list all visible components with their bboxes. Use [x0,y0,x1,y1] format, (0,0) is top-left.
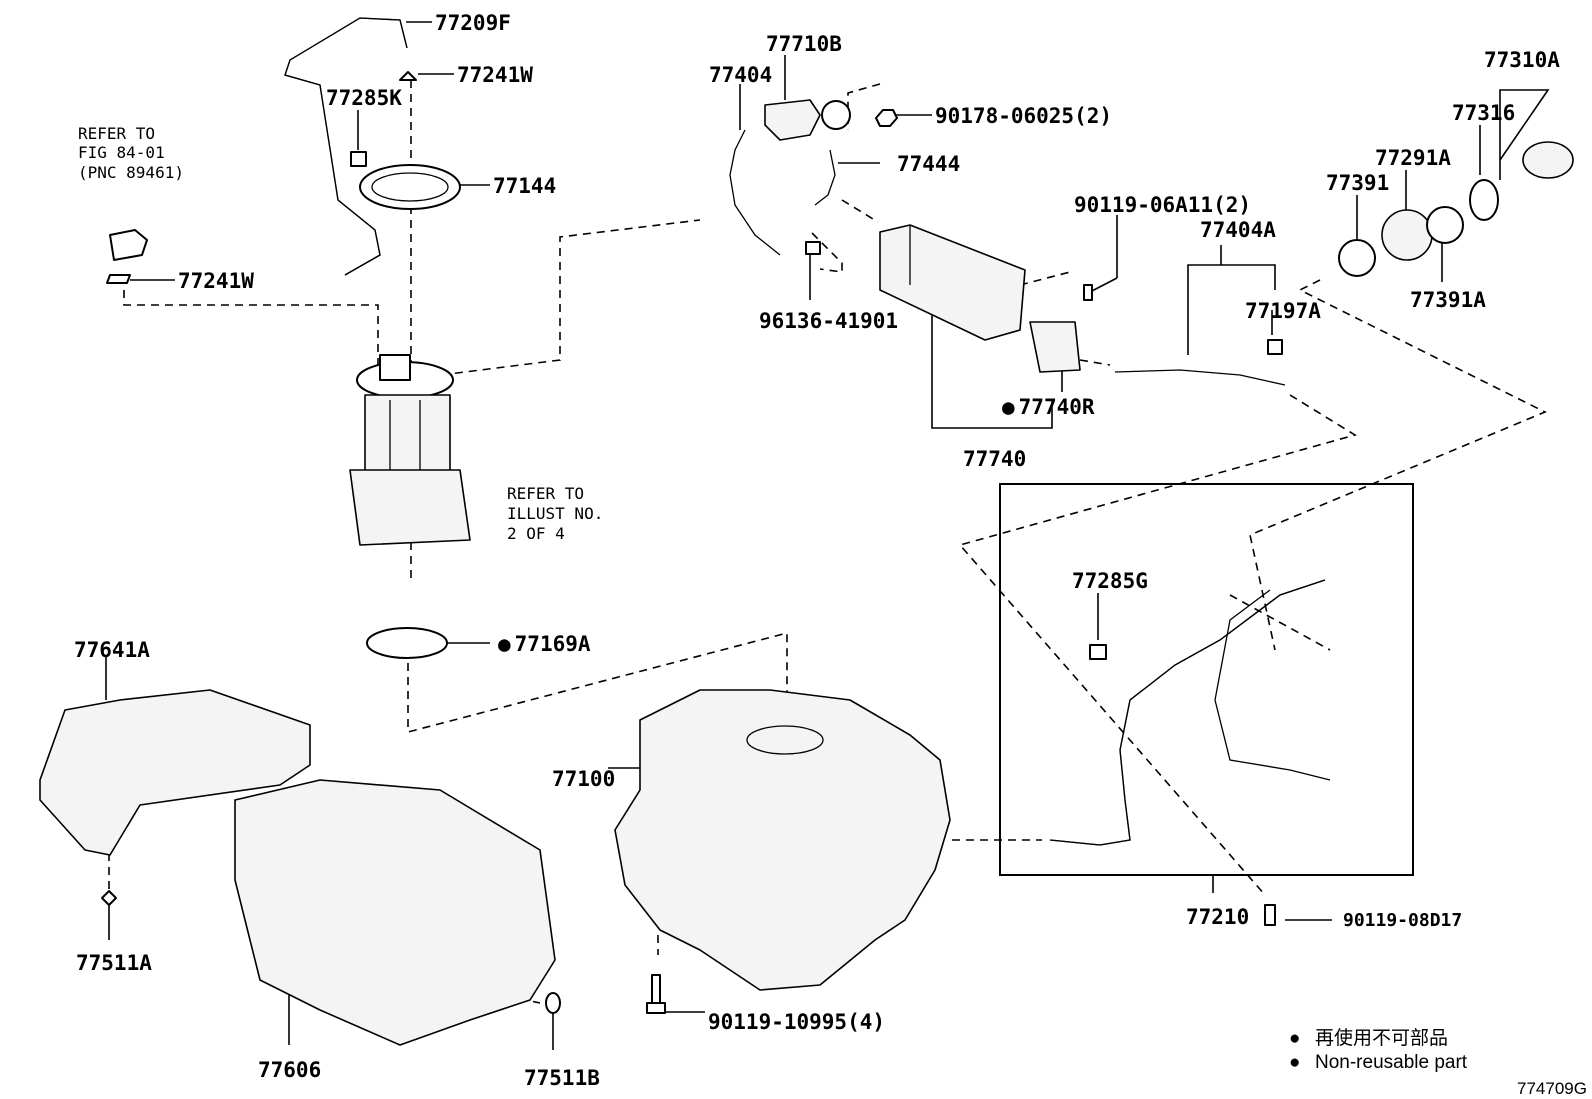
legend-bullet-en: ● [1289,1052,1300,1073]
fuel-cap-77310a [1522,141,1574,179]
gasket-77391a [1426,206,1464,244]
hose-77404a [1114,369,1286,386]
vent-valve-77710b [764,99,821,141]
clip-77285g [1089,644,1107,660]
dashed-connection-lines [108,80,1547,1004]
bolt-90119-08d17 [1264,904,1276,926]
label-77511b[interactable]: 77511B [524,1066,600,1090]
label-90119-08d17[interactable]: 90119-08D17 [1343,910,1462,931]
label-77316[interactable]: 77316 [1452,101,1515,125]
non-reusable-bullet: ● [1002,395,1015,419]
note-refer-fig-line2: FIG 84-01 [78,143,165,162]
label-77285k[interactable]: 77285K [326,86,402,110]
fuel-tank-77100 [614,689,951,991]
reference-notes: REFER TO FIG 84-01 (PNC 89461) REFER TO … [78,124,603,543]
legend-bullet-jp: ● [1289,1028,1300,1049]
bolt-90119-06a11 [1083,284,1093,301]
note-refer-illust-line1: REFER TO [507,484,584,503]
note-refer-fig-line1: REFER TO [78,124,155,143]
label-77209f[interactable]: 77209F [435,11,511,35]
label-77606[interactable]: 77606 [258,1058,321,1082]
label-77291a[interactable]: 77291A [1375,146,1451,170]
connector-left [109,229,148,261]
label-77391a[interactable]: 77391A [1410,288,1486,312]
hose-77444 [814,149,836,206]
legend-japanese: 再使用不可部品 [1315,1027,1448,1049]
note-refer-illust-line2: ILLUST NO. [507,504,603,523]
heat-insulator-77641a [39,689,311,856]
part-labels: 77209F 77241W 77285K 77144 77241W ●77169… [74,11,1560,1090]
part-drawings [39,17,1574,1046]
label-77241w-top[interactable]: 77241W [457,63,533,87]
label-77285g[interactable]: 77285G [1072,569,1148,593]
clamp-96136-41901 [805,241,821,255]
filler-pipe-group-box [999,483,1414,876]
note-refer-fig-line3: (PNC 89461) [78,163,184,182]
clip-77511a [101,890,117,906]
leader-lines [105,21,1550,1050]
clamp-77285k [350,151,367,167]
label-77641a[interactable]: 77641A [74,638,150,662]
retainer-ring-77144 [359,164,461,210]
label-90119-06a11[interactable]: 90119-06A11(2) [1074,193,1251,217]
protector-77606 [234,779,556,1046]
non-reusable-bullet: ● [498,632,511,656]
inlet-77291a [1381,209,1433,261]
label-77144[interactable]: 77144 [493,174,556,198]
clip-77241w-left [106,274,131,284]
label-77404[interactable]: 77404 [709,63,772,87]
filter-77740r [1029,321,1081,373]
label-77241w-left[interactable]: 77241W [178,269,254,293]
nut-90178-06025 [875,109,898,127]
grommet-77511b [545,992,561,1014]
label-77100[interactable]: 77100 [552,767,615,791]
label-77444[interactable]: 77444 [897,152,960,176]
clip-77241w-top [399,71,417,81]
label-77710b[interactable]: 77710B [766,32,842,56]
label-90178-06025[interactable]: 90178-06025(2) [935,104,1112,128]
label-77740[interactable]: 77740 [963,447,1026,471]
bolt-90119-10995 [651,974,661,1004]
label-90119-10995[interactable]: 90119-10995(4) [708,1010,885,1034]
hose-77404 [729,129,781,256]
label-77404a[interactable]: 77404A [1200,218,1276,242]
note-refer-illust-line3: 2 OF 4 [507,524,565,543]
label-77197a[interactable]: 77197A [1245,299,1321,323]
label-77169a[interactable]: ●77169A [498,632,591,656]
label-96136-41901[interactable]: 96136-41901 [759,309,898,333]
clamp-77197a [1267,339,1283,355]
o-ring-77169a [366,627,448,659]
label-77740r[interactable]: ●77740R [1002,395,1095,419]
charcoal-canister-77740 [879,224,1026,341]
label-77391[interactable]: 77391 [1326,171,1389,195]
label-77511a[interactable]: 77511A [76,951,152,975]
figure-id: 774709G [1517,1079,1587,1098]
label-77310a[interactable]: 77310A [1484,48,1560,72]
legend: ● 再使用不可部品 ● Non-reusable part [1289,1027,1468,1073]
legend-english: Non-reusable part [1315,1052,1468,1073]
fuel-tube-77209f [284,17,408,276]
fuel-pump-assembly [349,354,471,546]
label-77210[interactable]: 77210 [1186,905,1249,929]
gasket-77391 [1338,239,1376,277]
gasket-77316 [1469,179,1499,221]
